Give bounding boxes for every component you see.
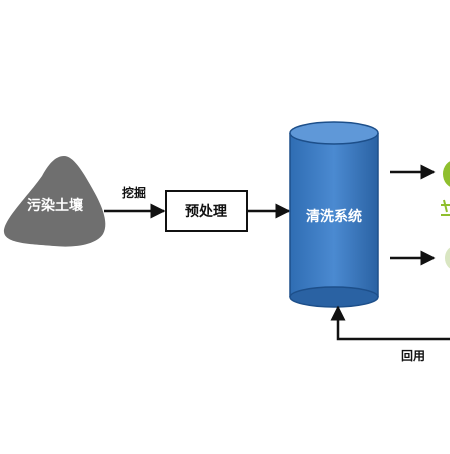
tank-bottom: [289, 286, 379, 308]
pretreatment-node: 预处理: [165, 190, 248, 232]
tank-top: [289, 121, 379, 145]
soil-pile-node: 污染土壤: [3, 156, 106, 247]
dig-label: 挖掘: [122, 185, 146, 200]
pretreatment-label: 预处理: [185, 203, 227, 220]
soil-label: 污染土壤: [27, 197, 84, 214]
recycle-line: [330, 305, 450, 341]
cropped-green-item: [443, 161, 450, 187]
cropped-green-glyph: [441, 199, 450, 216]
pretreatment-box: [165, 190, 248, 232]
washing-system-node: 清洗系统: [289, 121, 379, 308]
wash-label: 清洗系统: [306, 208, 362, 225]
tank-body: [290, 133, 378, 297]
cropped-item-bottom: [445, 247, 450, 269]
recycle-label: 回用: [401, 349, 425, 363]
soil-pile-shape: [3, 156, 106, 247]
